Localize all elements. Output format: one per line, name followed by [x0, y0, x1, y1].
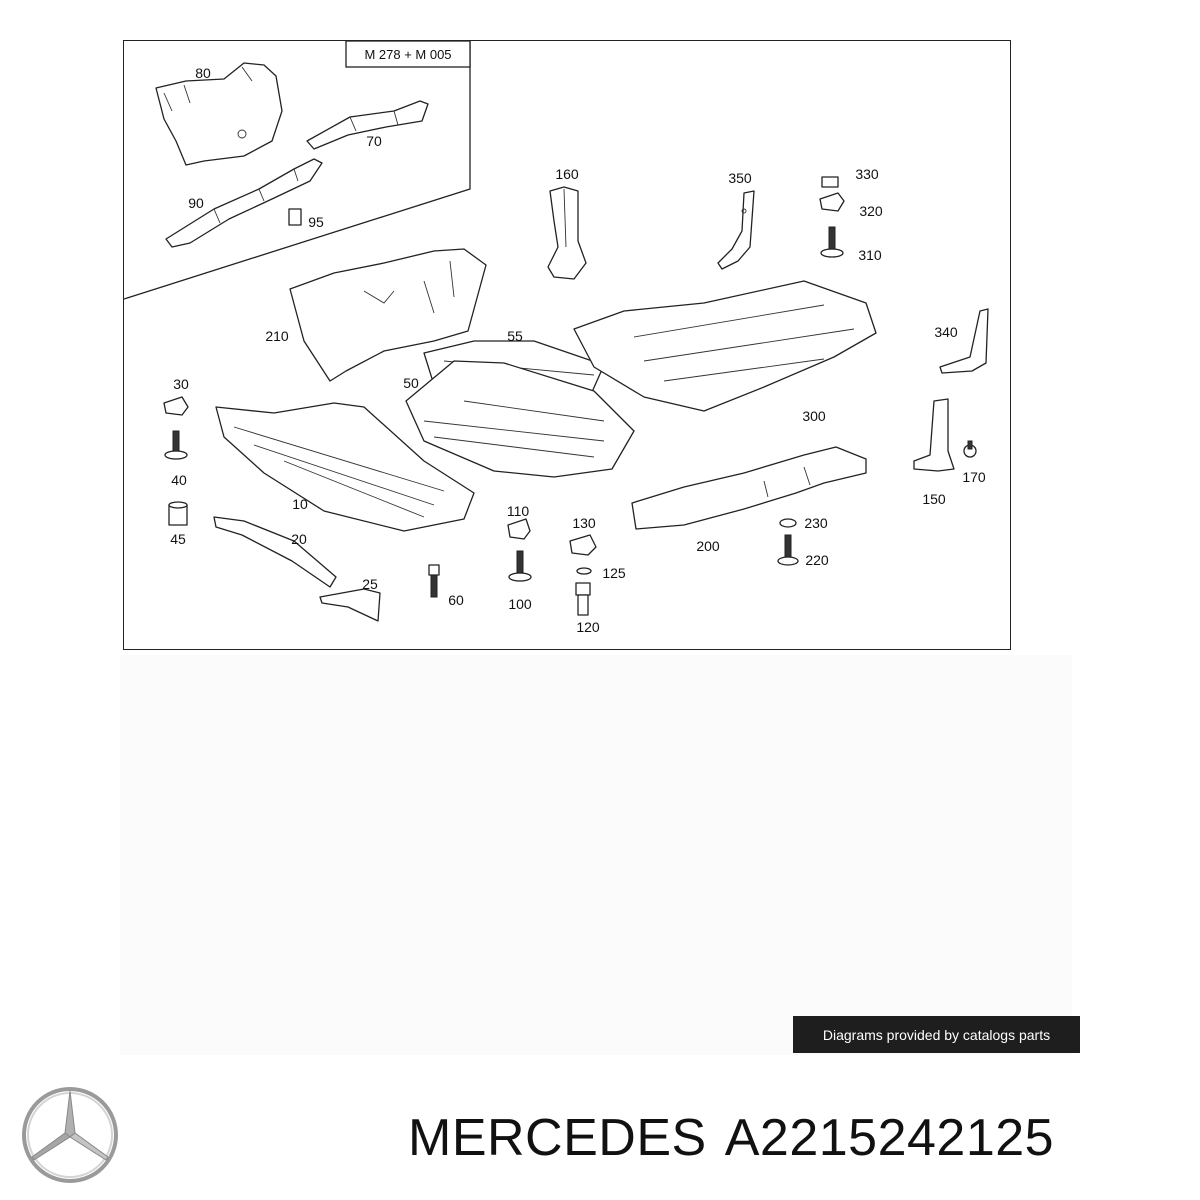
- part-60-shape[interactable]: [428, 564, 440, 598]
- brand-name: MERCEDES: [408, 1109, 707, 1167]
- product-title: MERCEDES A2215242125: [408, 1108, 1188, 1168]
- part-10-shape[interactable]: [215, 402, 475, 532]
- callout-label: 120: [576, 619, 600, 635]
- part-number: A2215242125: [724, 1109, 1055, 1167]
- callout-label: 40: [171, 472, 187, 488]
- callout-label: 60: [448, 592, 464, 608]
- part-70-shape[interactable]: [306, 100, 429, 150]
- callout-label: 95: [308, 214, 324, 230]
- part-330-shape[interactable]: [821, 176, 839, 188]
- callout-label: 55: [507, 328, 523, 344]
- part-200-shape[interactable]: [631, 446, 867, 530]
- part-50-shape[interactable]: [405, 360, 635, 478]
- callout-label: 320: [859, 203, 883, 219]
- callout-label: 220: [805, 552, 829, 568]
- callout-label: 70: [366, 133, 382, 149]
- callout-label: 45: [170, 531, 186, 547]
- callout-labels: 80 70 90 95 160 350 330 320 310 210 55 5…: [170, 65, 986, 635]
- inset-label-box: [345, 41, 471, 68]
- callout-label: 150: [922, 491, 946, 507]
- part-320-shape[interactable]: [819, 192, 845, 212]
- diagram-canvas: M 278 + M 005: [124, 41, 989, 635]
- part-20-shape[interactable]: [213, 516, 337, 588]
- part-220-shape[interactable]: [777, 534, 799, 566]
- parts-diagram: M 278 + M 005: [123, 40, 1011, 650]
- callout-label: 350: [728, 170, 752, 186]
- background-sheet: [120, 655, 1072, 1055]
- callout-label: 340: [934, 324, 958, 340]
- part-130-shape[interactable]: [569, 534, 597, 556]
- part-120-shape[interactable]: [575, 582, 591, 616]
- part-160-shape[interactable]: [547, 186, 587, 280]
- callout-label: 330: [855, 166, 879, 182]
- part-80-shape[interactable]: [155, 62, 283, 166]
- credit-badge: Diagrams provided by catalogs parts: [793, 1016, 1080, 1053]
- callout-label: 125: [602, 565, 626, 581]
- part-150-shape[interactable]: [913, 398, 955, 472]
- part-350-shape[interactable]: [717, 190, 755, 270]
- part-340-shape[interactable]: [939, 308, 989, 374]
- part-45-shape[interactable]: [168, 501, 188, 526]
- callout-label: 300: [802, 408, 826, 424]
- callout-label: 160: [555, 166, 579, 182]
- inset-border: [124, 41, 471, 300]
- callout-label: 100: [508, 596, 532, 612]
- part-95-shape[interactable]: [288, 208, 302, 226]
- part-230-shape[interactable]: [779, 518, 797, 528]
- callout-label: 30: [173, 376, 189, 392]
- callout-label: 310: [858, 247, 882, 263]
- part-310-shape[interactable]: [820, 226, 844, 258]
- callout-label: 25: [362, 576, 378, 592]
- part-210-shape[interactable]: [289, 248, 487, 382]
- part-100-shape[interactable]: [508, 550, 532, 582]
- mercedes-star-icon: [22, 1087, 118, 1183]
- part-30-shape[interactable]: [163, 396, 189, 416]
- callout-label: 170: [962, 469, 986, 485]
- part-300-shape[interactable]: [573, 280, 877, 412]
- part-90-shape[interactable]: [165, 158, 323, 248]
- callout-label: 20: [291, 531, 307, 547]
- part-125-shape[interactable]: [576, 567, 592, 575]
- callout-label: 200: [696, 538, 720, 554]
- part-40-shape[interactable]: [164, 430, 188, 460]
- part-170-shape[interactable]: [963, 440, 977, 458]
- part-25-shape[interactable]: [319, 588, 381, 622]
- callout-label: 50: [403, 375, 419, 391]
- part-110-shape[interactable]: [507, 518, 531, 540]
- callout-label: 230: [804, 515, 828, 531]
- callout-label: 80: [195, 65, 211, 81]
- callout-label: 210: [265, 328, 289, 344]
- callout-label: 90: [188, 195, 204, 211]
- callout-label: 110: [507, 503, 530, 519]
- callout-label: 10: [292, 496, 308, 512]
- callout-label: 130: [572, 515, 596, 531]
- inset-label: M 278 + M 005: [364, 47, 451, 62]
